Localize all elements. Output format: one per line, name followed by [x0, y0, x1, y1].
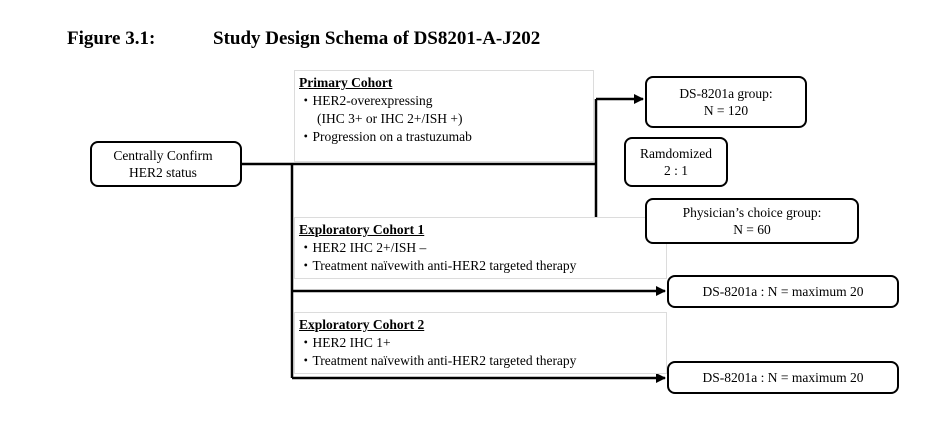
- primary-cohort-box: Primary Cohort ・HER2-overexpressing (IHC…: [294, 70, 594, 162]
- exploratory-2-outcome-text: DS-8201a : N = maximum 20: [702, 370, 864, 385]
- exploratory-cohort-2-line-2: ・Treatment naïvewith anti-HER2 targeted …: [299, 353, 577, 368]
- ds8201a-group-box: DS-8201a group: N = 120: [645, 76, 807, 128]
- exploratory-cohort-1-title: Exploratory Cohort 1: [299, 222, 425, 237]
- exploratory-2-outcome-box: DS-8201a : N = maximum 20: [667, 361, 899, 394]
- physicians-choice-line1: Physician’s choice group:: [682, 205, 822, 220]
- randomized-box: Ramdomized 2 : 1: [624, 137, 728, 187]
- exploratory-cohort-2-box: Exploratory Cohort 2 ・HER2 IHC 1+ ・Treat…: [294, 312, 667, 374]
- ds8201a-group-line2: N = 120: [703, 103, 749, 118]
- exploratory-cohort-2-title: Exploratory Cohort 2: [299, 317, 425, 332]
- centrally-confirm-line1: Centrally Confirm: [113, 148, 213, 163]
- exploratory-1-outcome-text: DS-8201a : N = maximum 20: [702, 284, 864, 299]
- primary-cohort-title: Primary Cohort: [299, 75, 393, 90]
- centrally-confirm-line2: HER2 status: [129, 165, 197, 180]
- randomized-ratio: 2 : 1: [663, 163, 688, 178]
- randomized-line1: Ramdomized: [640, 146, 712, 161]
- exploratory-1-outcome-box: DS-8201a : N = maximum 20: [667, 275, 899, 308]
- primary-cohort-line-3: ・Progression on a trastuzumab: [299, 129, 472, 144]
- physicians-choice-line2: N = 60: [733, 222, 771, 237]
- exploratory-cohort-1-box: Exploratory Cohort 1 ・HER2 IHC 2+/ISH – …: [294, 217, 667, 279]
- figure-label: Figure 3.1:: [67, 28, 156, 49]
- physicians-choice-group-box: Physician’s choice group: N = 60: [645, 198, 859, 244]
- ds8201a-group-line1: DS-8201a group:: [679, 86, 773, 101]
- primary-cohort-line-1: ・HER2-overexpressing: [299, 93, 433, 108]
- primary-cohort-line-2: (IHC 3+ or IHC 2+/ISH +): [317, 111, 463, 126]
- exploratory-cohort-1-line-2: ・Treatment naïvewith anti-HER2 targeted …: [299, 258, 577, 273]
- exploratory-cohort-2-line-1: ・HER2 IHC 1+: [299, 335, 391, 350]
- exploratory-cohort-1-line-1: ・HER2 IHC 2+/ISH –: [299, 240, 427, 255]
- centrally-confirm-box: Centrally Confirm HER2 status: [90, 141, 242, 187]
- figure-title: Study Design Schema of DS8201-A-J202: [213, 28, 541, 49]
